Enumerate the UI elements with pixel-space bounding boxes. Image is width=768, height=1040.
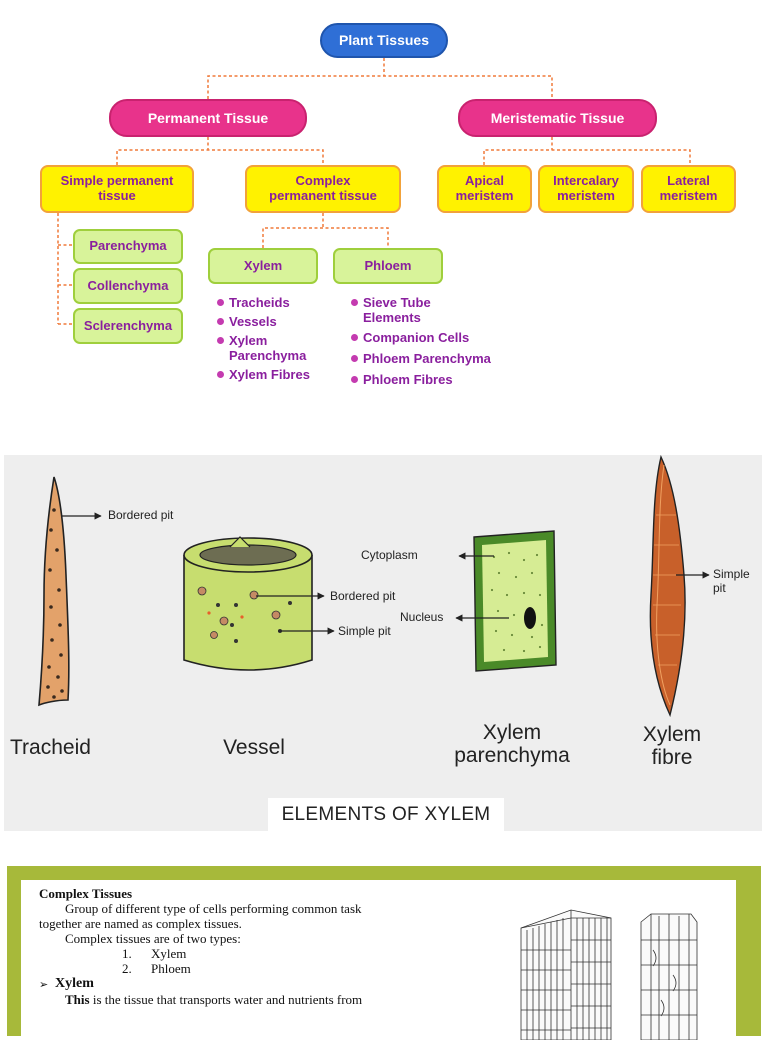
sclerenchyma-node: Sclerenchyma [73,308,183,344]
cytoplasm-label: Cytoplasm [361,548,418,562]
doc-list-number: 2. [122,961,132,976]
list-item: Vessels [217,314,337,329]
list-item: Phloem Parenchyma [351,351,511,366]
phloem-node: Phloem [333,248,443,284]
list-item: Xylem Parenchyma [217,333,319,363]
xylem-fibre-caption: Xylem fibre [642,723,702,769]
vessel-illustration [183,536,335,671]
doc-paragraph-line: Group of different type of cells perform… [65,901,362,916]
tree-connectors [57,58,691,325]
list-item: Tracheids [217,295,337,310]
list-item: Sieve Tube Elements [351,295,448,325]
lateral-meristem-node: Lateral meristem [641,165,736,213]
doc-paragraph-line: Complex tissues are of two types: [65,931,241,946]
complex-permanent-node: Complex permanent tissue [245,165,401,213]
document-page: Complex Tissues Group of different type … [21,880,736,1040]
arrow-bullet-icon: ➢ [39,978,49,991]
doc-subheading: Xylem [55,976,94,991]
parenchyma-node: Parenchyma [73,229,183,264]
doc-text-span: is the tissue that transports water and … [89,992,363,1007]
apical-meristem-node: Apical meristem [437,165,532,213]
meristematic-tissue-node: Meristematic Tissue [458,99,657,137]
list-item: Xylem Fibres [217,367,337,382]
tracheid-pit-label: Bordered pit [108,508,174,522]
doc-paragraph-line: together are named as complex tissues. [39,916,242,931]
xylem-elements-illustration [38,455,710,718]
vessel-bordered-pit-label: Bordered pit [330,589,396,603]
permanent-tissue-node: Permanent Tissue [109,99,307,137]
xylem-elements-panel: Bordered pit Bordered pit Simple pit Cyt… [4,455,762,831]
tracheid-illustration [38,476,102,707]
simple-permanent-node: Simple permanent tissue [40,165,194,213]
list-item: Companion Cells [351,330,511,345]
doc-list-text: Xylem [151,946,187,961]
xylem-parenchyma-illustration [455,530,557,672]
fibre-pit-label: Simple pit [713,567,750,595]
doc-list-number: 1. [122,946,132,961]
vessel-caption: Vessel [223,736,285,759]
xylem-wood-illustration [520,909,698,1040]
xylem-node: Xylem [208,248,318,284]
complex-tissues-document: Complex Tissues Group of different type … [7,866,761,1040]
doc-list-text: Phloem [151,961,191,976]
tracheid-caption: Tracheid [10,736,91,759]
doc-bold-word: This [65,992,90,1007]
phloem-elements-list: Sieve Tube Elements Companion Cells Phlo… [351,295,511,387]
xylem-parenchyma-caption: Xylem parenchyma [454,721,570,767]
nucleus-label: Nucleus [400,610,444,624]
xylem-elements-list: Tracheids Vessels Xylem Parenchyma Xylem… [217,295,337,382]
intercalary-meristem-node: Intercalary meristem [538,165,634,213]
collenchyma-node: Collenchyma [73,268,183,304]
doc-paragraph-line: This is the tissue that transports water… [65,992,363,1008]
list-item: Phloem Fibres [351,372,511,387]
plant-tissues-node: Plant Tissues [320,23,448,58]
doc-heading: Complex Tissues [39,886,133,901]
xylem-fibre-illustration [649,455,710,718]
xylem-panel-title: ELEMENTS OF XYLEM [268,798,504,831]
vessel-simple-pit-label: Simple pit [338,624,391,638]
